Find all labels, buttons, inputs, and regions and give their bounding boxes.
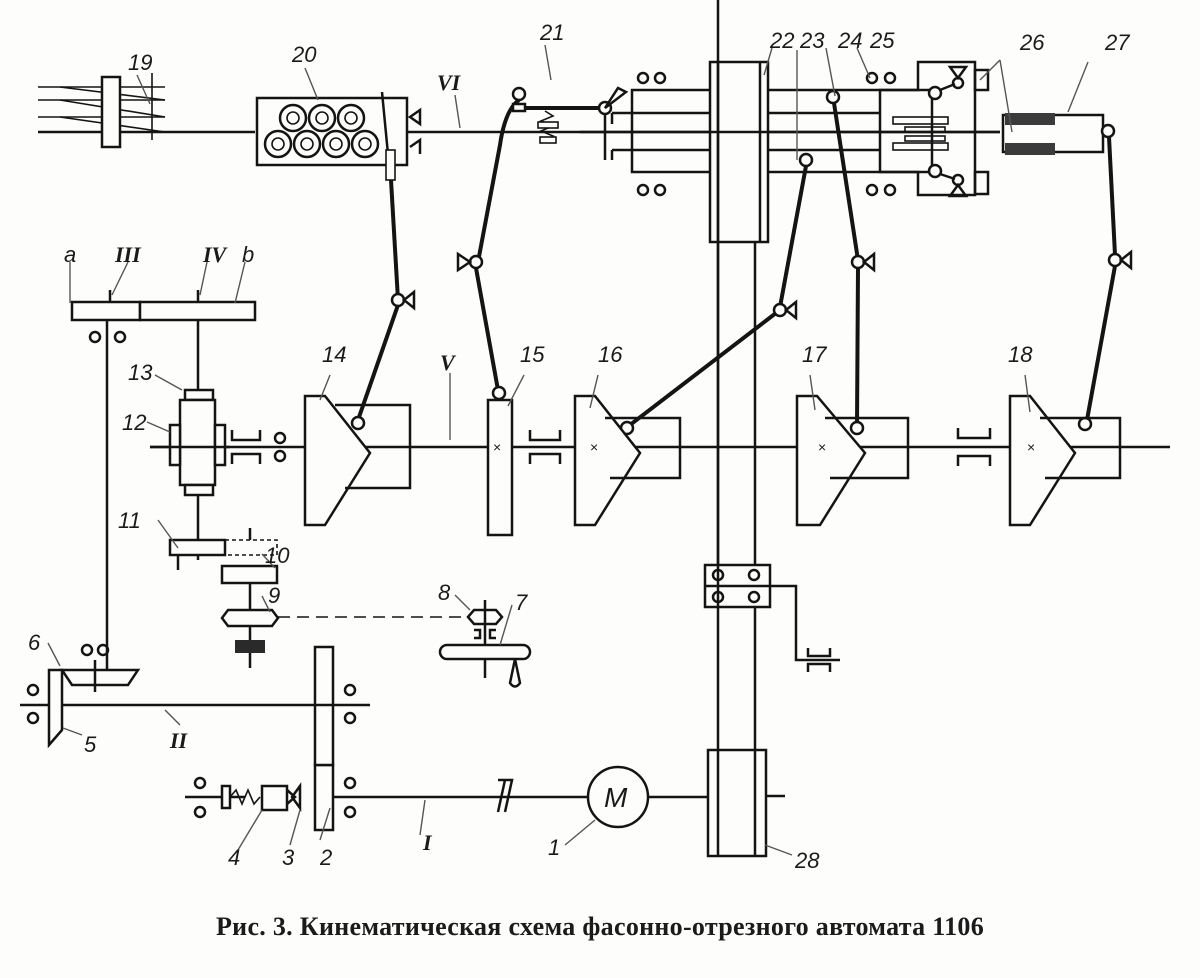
bevel-gears-5-6 [26,643,141,749]
cam-levers [350,102,1133,436]
label-25: 25 [869,28,895,53]
gear-label-b: b [242,242,254,267]
cam-16: × [573,394,682,527]
label-10: 10 [265,543,290,568]
label-4: 4 [228,845,240,870]
label-21: 21 [539,20,564,45]
label-2: 2 [319,845,332,870]
svg-text:×: × [1027,439,1035,455]
label-13: 13 [128,360,153,385]
label-8: 8 [438,580,451,605]
shaft-label-V: V [440,350,457,375]
motor-1: M [586,765,650,829]
label-7: 7 [515,590,528,615]
shaft-label-IV: IV [202,242,229,267]
figure-caption: Рис. 3. Кинематическая схема фасонно-отр… [215,912,985,941]
lever-21 [476,86,629,263]
svg-text:×: × [818,439,826,455]
gear-label-a: a [64,242,76,267]
cam-18: × [1008,394,1122,527]
label-27: 27 [1104,30,1130,55]
label-19: 19 [128,50,152,75]
label-12: 12 [122,410,146,435]
belt-drive [703,0,840,858]
label-11: 11 [118,508,141,533]
sprocket-handwheel-7-8-9-10 [220,564,532,688]
label-18: 18 [1008,342,1033,367]
label-20: 20 [291,42,317,67]
shaft-label-VI: VI [437,70,462,95]
part-labels: 19 20 21 22 23 24 25 26 27 13 12 14 15 1… [28,20,1130,873]
label-16: 16 [598,342,623,367]
worm-drive-11-12-13 [150,388,278,570]
label-1: 1 [548,835,560,860]
label-leaders [47,44,1089,856]
change-gears-a-b [70,290,257,395]
motor-symbol: M [604,782,628,813]
shaft-labels: VI III IV V II I a b [64,70,462,855]
shaft-label-III: III [114,242,142,267]
bearings-shaft-V [230,428,992,466]
label-9: 9 [268,583,280,608]
shaft-label-I: I [422,830,433,855]
label-24: 24 [837,28,862,53]
label-3: 3 [282,845,295,870]
label-22: 22 [769,28,794,53]
feed-rollers-20 [255,91,422,181]
stop-27 [1001,113,1117,256]
label-15: 15 [520,342,545,367]
label-17: 17 [802,342,827,367]
svg-text:×: × [590,439,598,455]
spindle-assembly [580,60,1000,244]
label-5: 5 [84,732,97,757]
kinematic-diagram: × × × × [20,0,1170,873]
label-28: 28 [794,848,820,873]
label-26: 26 [1019,30,1045,55]
cam-17: × [795,394,910,527]
label-23: 23 [799,28,825,53]
label-14: 14 [322,342,346,367]
bar-stock-19 [38,73,255,149]
svg-text:×: × [493,439,501,455]
disc-15: × [486,398,514,537]
label-6: 6 [28,630,41,655]
shaft-label-II: II [169,728,189,753]
